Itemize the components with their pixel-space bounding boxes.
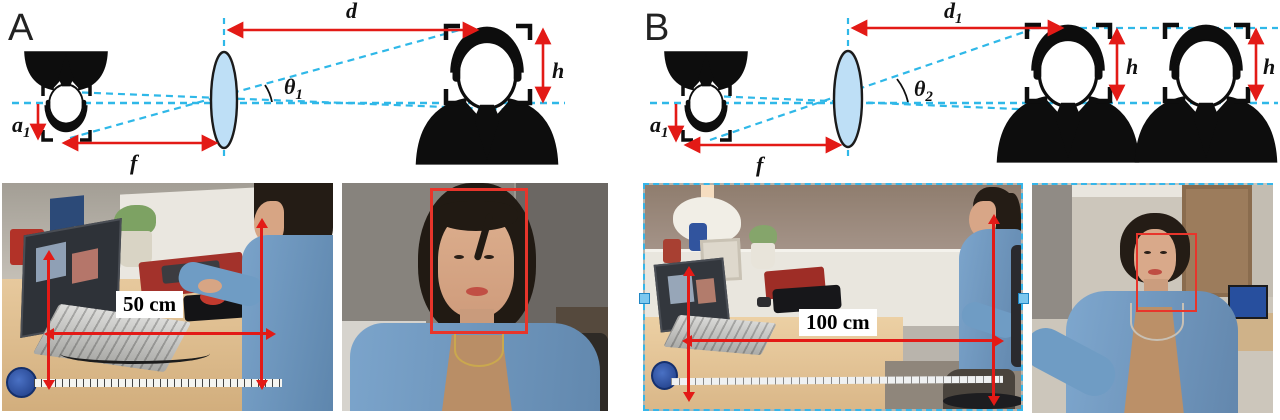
label-h-a: h [552,58,564,83]
girl-face [1134,229,1176,285]
necklace [1130,303,1184,341]
photo-webcam-50cm [342,183,608,411]
subject-height-arrow [987,214,1000,406]
chair-base [943,393,1021,409]
photo-setup-100cm: 100 cm [643,183,1023,411]
label-h-far-b: h [1263,54,1275,79]
photo-webcam-100cm [1032,183,1273,413]
wall-right [1252,185,1273,297]
label-a1-a: a1 [12,112,31,141]
chief-ray-a [69,27,464,140]
necklace [454,333,504,367]
label-d: d [346,0,358,23]
wall-panel-left [1032,185,1072,319]
optics-diagram: A d h θ1 a1 f B [8,0,1279,177]
photo-setup-50cm: 50 cm [2,183,333,411]
girl-lips [1148,269,1162,275]
label-f-b: f [756,152,766,177]
girl-eye-right [484,255,494,259]
girl-denim-body [959,229,1021,371]
face-brackets-sensor-a [41,84,92,142]
tape-measure-device [651,361,678,390]
face-brackets-sensor-b [681,84,732,142]
distance-label-50cm: 50 cm [116,291,184,318]
ceiling-strip [1072,185,1214,197]
label-theta2: θ2 [914,76,933,105]
cable [60,343,210,364]
laptop-screen-thumb-2 [695,278,717,304]
girl-hand [198,279,222,293]
label-h-near-b: h [1126,54,1138,79]
girl-eye-right [1160,251,1167,254]
label-a1-b: a1 [650,112,669,141]
laptop-screen-thumb-2 [72,248,98,284]
secondary-ray-b [711,94,1041,112]
girl-eye-left [1144,251,1151,254]
label-theta1: θ1 [284,74,303,103]
ruler-strip [34,379,282,387]
laptop-screen-thumb-1 [36,241,66,283]
red-item [663,239,681,263]
crumpled-papers [673,197,741,243]
face-detection-box [1136,233,1197,312]
distance-arrow-50 [44,327,276,340]
tape-measure-device [6,367,37,398]
girl-lips [466,287,488,296]
selection-handle-right[interactable] [1018,293,1029,304]
face-brackets-far-b [1162,22,1251,104]
girl-bangs [434,201,518,231]
face-detection-box [430,188,528,334]
label-d1: d1 [944,0,963,27]
laptop-height-arrow [42,250,55,390]
chair-back [1011,245,1021,367]
panel-b-letter: B [644,7,669,49]
laptop-height-arrow [682,266,695,402]
distance-label-100cm: 100 cm [799,309,877,336]
subject-height-arrow [255,218,268,390]
keys [757,297,771,307]
plant [749,225,777,247]
laptop-screen-thumb [667,273,695,305]
plant-pot [751,243,775,269]
monitor [1228,285,1268,319]
label-f-a: f [130,150,140,175]
distance-arrow-100 [682,334,1004,347]
person-icon-a [414,24,560,167]
chief-ray-b [709,28,1031,142]
lens-b [832,49,864,149]
lens-a [209,50,239,150]
girl-eye-left [454,255,464,259]
theta2-arc [896,78,909,103]
theta1-arc [264,84,273,103]
selection-handle-left[interactable] [639,293,650,304]
panel-a-letter: A [8,7,34,49]
